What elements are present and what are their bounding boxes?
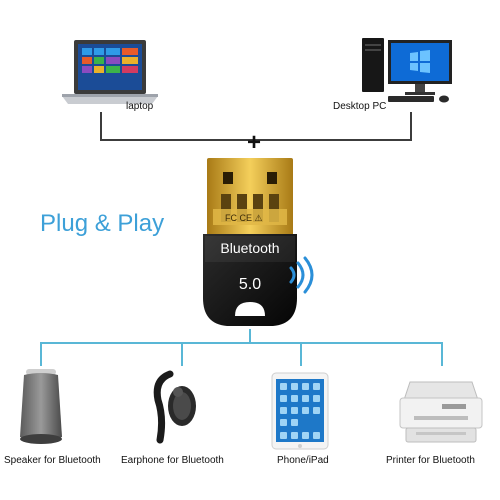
- speaker-label: Speaker for Bluetooth: [4, 455, 101, 466]
- svg-text:FC CE ⚠: FC CE ⚠: [225, 213, 263, 223]
- earphone-icon: [153, 370, 196, 444]
- speaker-branch-line: [40, 342, 42, 366]
- top-bracket-line: [100, 139, 412, 141]
- adapter-version-label: 5.0: [238, 276, 262, 293]
- plug-and-play-tagline: Plug & Play: [40, 210, 165, 237]
- printer-branch-line: [441, 342, 443, 366]
- laptop-label: laptop: [126, 101, 154, 112]
- tablet-label: Phone/iPad: [277, 455, 329, 466]
- earphone-label: Earphone for Bluetooth: [121, 455, 224, 466]
- tablet-icon: [271, 372, 329, 450]
- tablet-branch-line: [300, 342, 302, 366]
- adapter-bluetooth-label: Bluetooth: [220, 240, 280, 256]
- wireless-signal-icon: [289, 256, 314, 294]
- speaker-icon: [20, 369, 62, 444]
- desktop-pc-label: Desktop PC: [333, 101, 387, 112]
- adapter-stem-line: [249, 329, 251, 343]
- earphone-branch-line: [181, 342, 183, 366]
- bluetooth-usb-adapter: FC CE ⚠: [203, 158, 297, 326]
- plus-sign: +: [247, 129, 262, 156]
- printer-icon: [399, 381, 483, 443]
- desktop-connector-line: [410, 112, 412, 140]
- desktop-pc-icon: [362, 38, 452, 103]
- laptop-icon: [62, 40, 158, 104]
- laptop-connector-line: [100, 112, 102, 140]
- devices-branch-line: [40, 342, 443, 344]
- printer-label: Printer for Bluetooth: [386, 455, 475, 466]
